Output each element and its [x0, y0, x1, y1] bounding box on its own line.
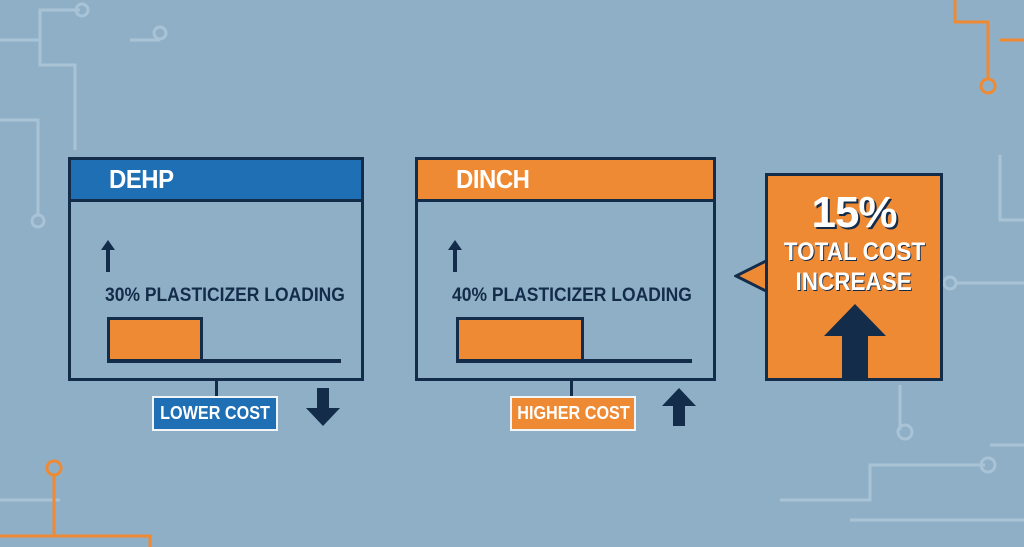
- callout-line-2: INCREASE: [795, 268, 913, 296]
- dinch-panel: DINCH 40% PLASTICIZER LOADING: [415, 157, 716, 381]
- total-cost-callout: 15% TOTAL COST INCREASE: [765, 173, 943, 381]
- dehp-panel: DEHP 30% PLASTICIZER LOADING: [68, 157, 364, 381]
- up-arrow-icon: [101, 240, 115, 272]
- up-arrow-icon: [662, 388, 696, 426]
- dinch-baseline: [456, 359, 692, 363]
- down-arrow-icon: [306, 388, 340, 426]
- dinch-panel-header: DINCH: [418, 160, 713, 202]
- dehp-baseline: [107, 359, 341, 363]
- dinch-connector: [570, 381, 573, 397]
- dinch-loading-label: 40% PLASTICIZER LOADING: [452, 285, 692, 306]
- dehp-panel-header: DEHP: [71, 160, 361, 202]
- dehp-loading-bar: [107, 317, 203, 363]
- dehp-loading-label: 30% PLASTICIZER LOADING: [105, 285, 345, 306]
- callout-percent: 15%: [811, 188, 897, 237]
- up-arrow-icon: [824, 304, 886, 378]
- dehp-title: DEHP: [109, 164, 174, 194]
- dinch-title: DINCH: [456, 164, 530, 194]
- higher-cost-badge: HIGHER COST: [510, 396, 636, 431]
- callout-line-1: TOTAL COST: [783, 238, 925, 266]
- up-arrow-icon: [448, 240, 462, 272]
- dehp-connector: [215, 381, 218, 397]
- lower-cost-badge: LOWER COST: [152, 396, 278, 431]
- dinch-loading-bar: [456, 317, 584, 363]
